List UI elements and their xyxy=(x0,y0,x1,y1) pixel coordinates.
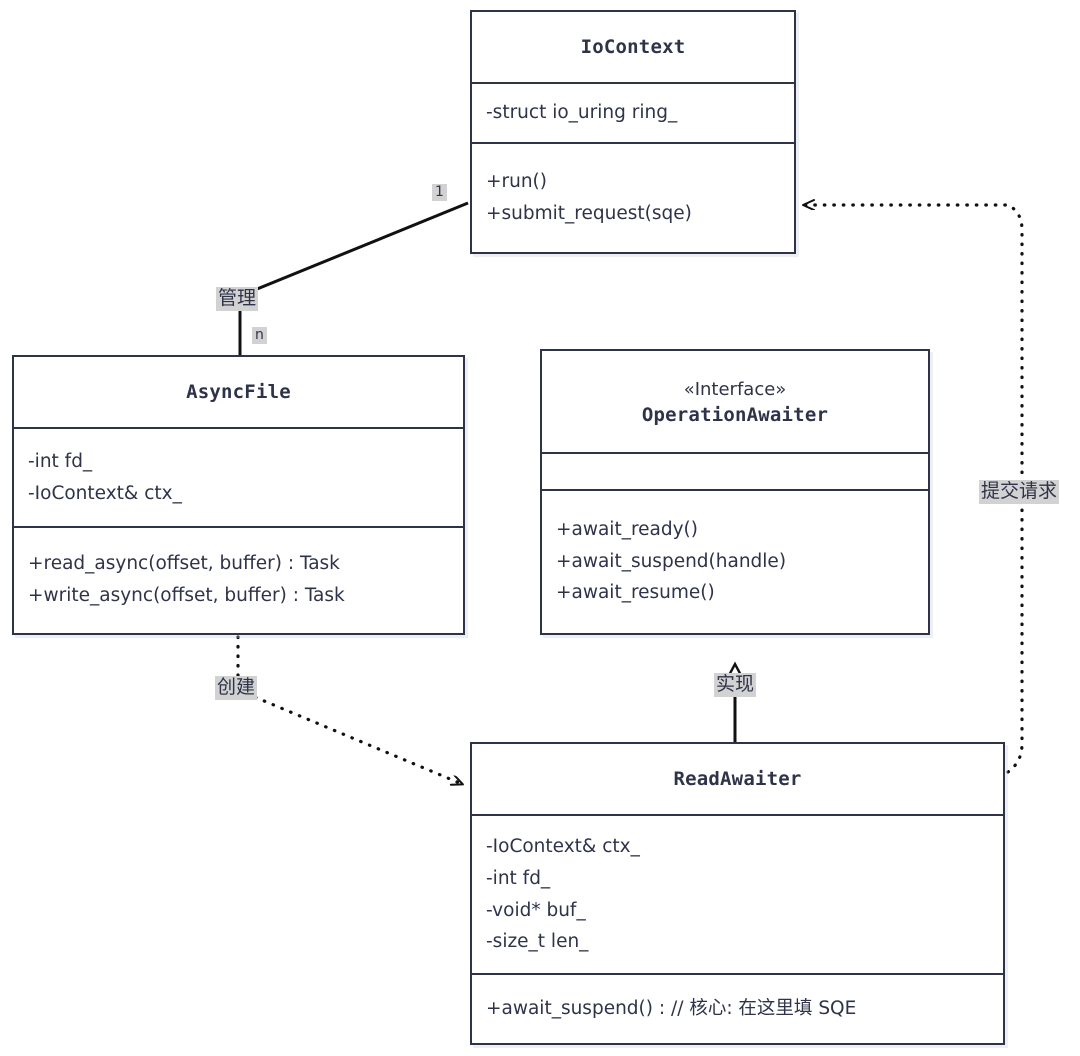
edge-manage xyxy=(238,201,469,356)
class-box-operationawaiter[interactable]: «Interface» OperationAwaiter +await_read… xyxy=(540,349,930,635)
class-box-readawaiter[interactable]: ReadAwaiter -IoContext& ctx_ -int fd_ -v… xyxy=(470,742,1005,1045)
class-name-asyncfile: AsyncFile xyxy=(186,381,291,403)
edge-label-realize: 实现 xyxy=(714,673,757,697)
attribute-row: -void* buf_ xyxy=(486,899,586,921)
method-row: +run() xyxy=(486,170,547,192)
attribute-row: -struct io_uring ring_ xyxy=(486,102,678,124)
class-methods-asyncfile: +read_async(offset, buffer) : Task +writ… xyxy=(14,526,463,632)
class-box-iocontext[interactable]: IoContext -struct io_uring ring_ +run() … xyxy=(470,10,796,254)
edge-label-create: 创建 xyxy=(215,676,258,700)
edge-label-manage: 管理 xyxy=(216,287,259,311)
class-header-asyncfile: AsyncFile xyxy=(14,357,463,427)
attribute-row: -IoContext& ctx_ xyxy=(28,482,182,504)
method-row: +await_resume() xyxy=(556,582,715,604)
class-methods-readawaiter: +await_suspend() : // 核心: 在这里填 SQE xyxy=(472,973,1003,1042)
class-header-iocontext: IoContext xyxy=(472,12,794,82)
method-row: +await_suspend() : // 核心: 在这里填 SQE xyxy=(486,997,857,1019)
method-row: +await_ready() xyxy=(556,518,698,540)
edge-create xyxy=(236,635,462,784)
class-methods-operationawaiter: +await_ready() +await_suspend(handle) +a… xyxy=(542,489,928,632)
attribute-row: -int fd_ xyxy=(486,867,551,889)
method-row: +submit_request(sqe) xyxy=(486,202,692,224)
class-header-operationawaiter: «Interface» OperationAwaiter xyxy=(542,351,928,452)
class-name-operationawaiter: OperationAwaiter xyxy=(641,403,829,426)
attribute-row: -int fd_ xyxy=(28,450,93,472)
class-header-readawaiter: ReadAwaiter xyxy=(472,744,1003,814)
multiplicity-manage-target: n xyxy=(252,327,267,345)
method-row: +await_suspend(handle) xyxy=(556,550,787,572)
method-row: +read_async(offset, buffer) : Task xyxy=(28,553,340,575)
edge-label-submit: 提交请求 xyxy=(979,480,1060,504)
class-name-readawaiter: ReadAwaiter xyxy=(673,768,802,790)
class-name-iocontext: IoContext xyxy=(580,36,686,58)
class-box-asyncfile[interactable]: AsyncFile -int fd_ -IoContext& ctx_ +rea… xyxy=(12,355,465,635)
method-row: +write_async(offset, buffer) : Task xyxy=(28,585,345,606)
attribute-row: -size_t len_ xyxy=(486,931,589,953)
class-stereotype-operationawaiter: «Interface» xyxy=(683,379,787,401)
class-attributes-asyncfile: -int fd_ -IoContext& ctx_ xyxy=(14,427,463,526)
attribute-row: -IoContext& ctx_ xyxy=(486,835,640,857)
class-attributes-operationawaiter xyxy=(542,452,928,489)
class-attributes-iocontext: -struct io_uring ring_ xyxy=(472,82,794,142)
class-methods-iocontext: +run() +submit_request(sqe) xyxy=(472,142,794,251)
multiplicity-manage-source: 1 xyxy=(432,184,447,202)
class-attributes-readawaiter: -IoContext& ctx_ -int fd_ -void* buf_ -s… xyxy=(472,814,1003,973)
